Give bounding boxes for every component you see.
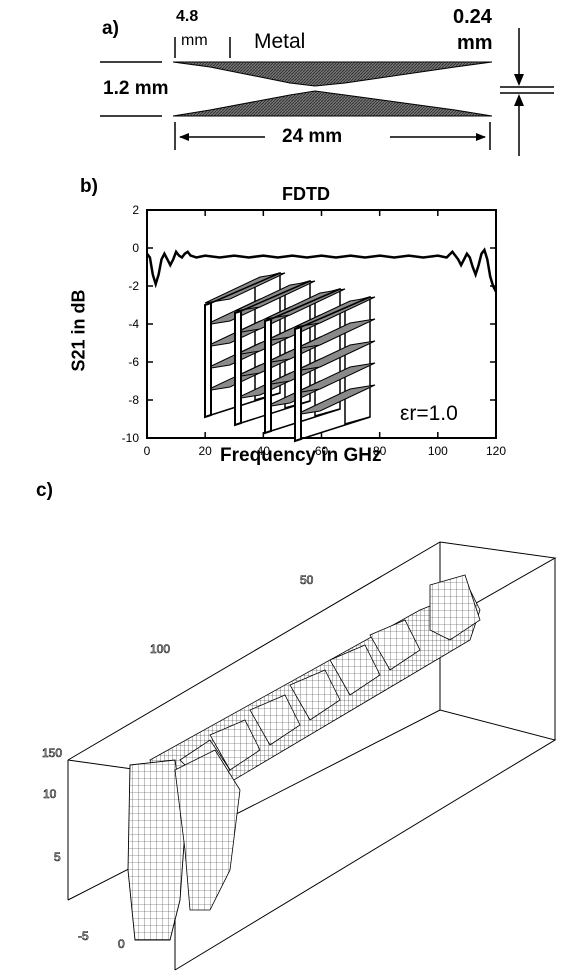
y-tick-label: 0 [132, 241, 139, 255]
inset-frame-top [210, 272, 281, 304]
metal-plate-top [172, 61, 493, 87]
field-3d-plot: 50 100 150 10 5 -5 0 [42, 541, 557, 971]
inset-frame-top [300, 296, 371, 328]
panel-b-label: b) [80, 176, 98, 197]
length-dimension: 24 mm [282, 126, 343, 147]
tip-arrowhead-top [514, 74, 524, 86]
inset-frame-front [264, 317, 272, 435]
field-surface-front [127, 759, 186, 941]
tip-dimension-unit: mm [457, 32, 493, 54]
x-tick-label: 0 [144, 444, 151, 458]
x-tick-label: 40 [257, 444, 271, 458]
tip-dimension-value: 0.24 [453, 6, 492, 28]
chart-title: FDTD [282, 184, 330, 204]
field-surface-front-2 [174, 749, 241, 911]
gap-dimension-unit: mm [181, 32, 208, 49]
inset-plate [294, 318, 376, 350]
plate-array-inset [204, 272, 376, 443]
y-axis-label: S21 in dB [68, 289, 89, 372]
y-tick-label: -4 [128, 317, 139, 331]
axis-label-50: 50 [300, 573, 314, 587]
gap-dimension-value: 4.8 [176, 8, 199, 25]
axis-label-0: 0 [118, 937, 125, 951]
tip-arrowhead-bottom [514, 94, 524, 106]
permittivity-label: εr=1.0 [400, 402, 458, 425]
y-tick-label: 2 [132, 203, 139, 217]
height-dimension: 1.2 mm [103, 78, 169, 99]
inset-frame-front [234, 309, 242, 427]
inset-frame-front [294, 325, 302, 443]
axis-label-150: 150 [42, 746, 62, 760]
axis-label-5: 5 [54, 850, 61, 864]
y-tick-label: -6 [128, 355, 139, 369]
x-tick-label: 80 [373, 444, 387, 458]
x-tick-label: 120 [486, 444, 506, 458]
axis-label-neg5: -5 [78, 929, 89, 943]
inset-frame-bottom [270, 408, 341, 432]
x-tick-label: 60 [315, 444, 329, 458]
inset-frame-bottom [300, 416, 371, 440]
inset-plate [294, 384, 376, 416]
x-tick-label: 100 [428, 444, 448, 458]
y-tick-label: -2 [128, 279, 139, 293]
field-peaks [179, 574, 481, 791]
inset-plate [294, 340, 376, 372]
waveguide-diagram [100, 28, 554, 156]
axis-label-10: 10 [43, 787, 57, 801]
metal-plate-bottom [172, 90, 493, 117]
inset-frame-front [204, 301, 212, 419]
panel-c: c) [0, 470, 562, 971]
y-tick-label: -8 [128, 393, 139, 407]
arrowhead-left [179, 133, 189, 141]
axis-label-100: 100 [150, 642, 170, 656]
inset-frame-top [270, 288, 341, 320]
s21-series-line [146, 247, 498, 293]
panel-c-label: c) [36, 480, 53, 501]
x-axis-label: Frequency in GHz [220, 445, 382, 466]
panel-a-label: a) [102, 18, 119, 39]
inset-plate [294, 362, 376, 394]
y-tick-label: -10 [122, 431, 140, 445]
inset-frame-top [240, 280, 311, 312]
arrowhead-right [476, 133, 486, 141]
material-label: Metal [254, 30, 306, 53]
panel-a: a) 4.8 mm Metal 0.24 mm 1.2 mm 24 mm [0, 0, 562, 170]
inset-frame-back [344, 296, 371, 425]
x-tick-label: 20 [198, 444, 212, 458]
